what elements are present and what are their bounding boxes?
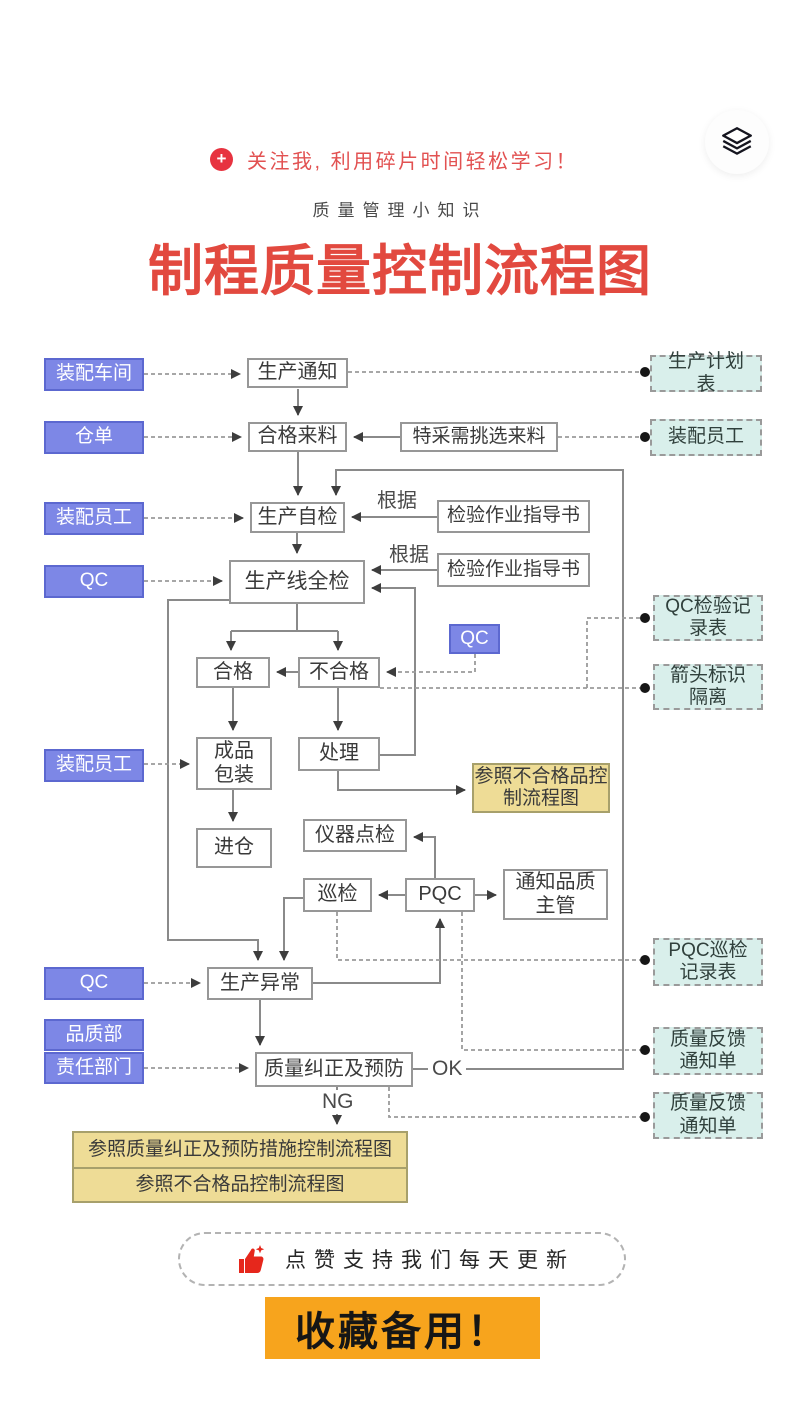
node-qc-1: QC — [44, 565, 144, 598]
node-qc-2: QC — [44, 967, 144, 1000]
edge-label-genju-1: 根据 — [373, 484, 421, 513]
node-qc-mid: QC — [449, 624, 500, 654]
thumbs-up-icon — [239, 1245, 265, 1273]
node-full-inspection: 生产线全检 — [229, 560, 365, 604]
node-production-plan: 生产计划表 — [650, 351, 762, 395]
node-assembly-workshop: 装配车间 — [44, 358, 144, 391]
node-packing: 成品包装 — [196, 737, 272, 790]
node-assembly-staff-1: 装配员工 — [44, 502, 144, 535]
like-pill[interactable]: 点赞支持我们每天更新 — [178, 1232, 626, 1286]
node-fail: 不合格 — [298, 657, 380, 688]
node-special-sorting: 特采需挑选来料 — [400, 422, 558, 452]
layers-button[interactable] — [705, 110, 769, 174]
node-correction: 质量纠正及预防 — [255, 1052, 413, 1087]
node-self-inspection: 生产自检 — [250, 502, 345, 533]
node-pqc-record: PQC巡检记录表 — [653, 938, 763, 986]
follow-button[interactable]: + 关注我, 利用碎片时间轻松学习！ — [210, 144, 578, 174]
follow-text: 关注我, 利用碎片时间轻松学习！ — [247, 150, 579, 173]
node-quality-dept: 品质部 — [44, 1019, 144, 1051]
node-qc-record: QC检验记录表 — [653, 595, 763, 641]
plus-icon: + — [210, 147, 233, 171]
node-production-notice: 生产通知 — [247, 358, 348, 388]
like-text: 点赞支持我们每天更新 — [285, 1249, 575, 1272]
node-ref-correction-measures: 参照质量纠正及预防措施控制流程图 — [72, 1131, 408, 1167]
page-title: 制程质量控制流程图 — [147, 240, 652, 302]
node-feedback-note-2: 质量反馈通知单 — [653, 1092, 763, 1139]
node-ref-nonconforming-2: 参照不合格品控制流程图 — [72, 1167, 408, 1203]
node-assembly-staff-2: 装配员工 — [44, 749, 144, 782]
edge-label-ok: OK — [428, 1057, 467, 1081]
node-ref-nonconforming: 参照不合格品控制流程图 — [472, 763, 610, 813]
node-notify-supervisor: 通知品质主管 — [503, 869, 608, 920]
node-work-instruction-1: 检验作业指导书 — [437, 500, 590, 533]
node-instrument-check: 仪器点检 — [303, 819, 407, 852]
node-warehouse-slip: 仓单 — [44, 421, 144, 454]
node-pass: 合格 — [196, 657, 270, 688]
layers-icon — [722, 127, 752, 155]
node-patrol: 巡检 — [303, 878, 372, 912]
node-work-instruction-2: 检验作业指导书 — [437, 553, 590, 587]
node-qualified-incoming: 合格来料 — [248, 422, 347, 452]
save-banner: 收藏备用！ — [265, 1297, 540, 1359]
node-warehousing: 进仓 — [196, 828, 272, 868]
node-arrow-mark-isolation: 箭头标识隔离 — [653, 664, 763, 710]
node-assembly-staff-doc: 装配员工 — [650, 419, 762, 456]
node-abnormal: 生产异常 — [207, 967, 313, 1000]
node-responsible-dept: 责任部门 — [44, 1052, 144, 1084]
edge-label-ng: NG — [318, 1090, 358, 1114]
node-handle: 处理 — [298, 737, 380, 771]
poster-subtitle: 质量管理小知识 — [312, 201, 488, 220]
node-feedback-note-1: 质量反馈通知单 — [653, 1027, 763, 1075]
node-pqc: PQC — [405, 878, 475, 912]
edge-label-genju-2: 根据 — [385, 538, 433, 567]
